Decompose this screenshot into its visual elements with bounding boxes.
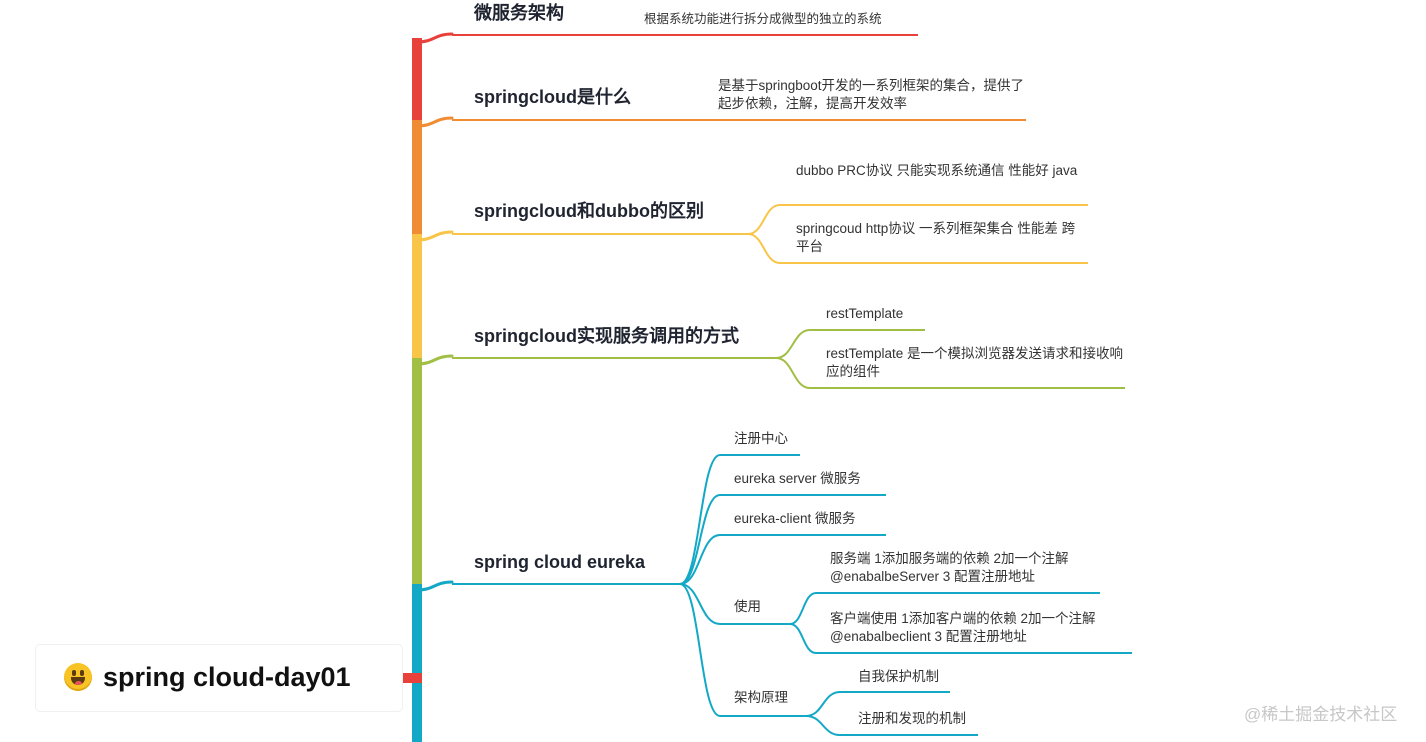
eureka-usage[interactable]: 使用 <box>734 599 761 614</box>
springcloud-definition[interactable]: 是基于springboot开发的一系列框架的集合，提供了起步依赖，注解，提高开发… <box>718 78 1025 111</box>
branch-service-call-methods[interactable]: springcloud实现服务调用的方式 <box>474 326 739 346</box>
root-title: spring cloud-day01 <box>103 662 351 692</box>
edge-usage-client <box>789 623 817 654</box>
edge-eureka-1 <box>679 494 721 585</box>
branch-what-is-springcloud[interactable]: springcloud是什么 <box>474 87 631 107</box>
grinning-face-icon <box>64 663 92 691</box>
eureka-usage-server[interactable]: 服务端 1添加服务端的依赖 2加一个注解@enabalbeServer 3 配置… <box>830 551 1069 584</box>
branch-spring-cloud-eureka[interactable]: spring cloud eureka <box>474 552 646 572</box>
eureka-usage-client[interactable]: 客户端使用 1添加客户端的依赖 2加一个注解@enabalbeclient 3 … <box>830 611 1096 644</box>
eureka-registry-center[interactable]: 注册中心 <box>734 431 788 446</box>
edge-dubbo <box>747 204 781 235</box>
trunk-segment-1 <box>412 120 422 234</box>
edge-registration <box>805 715 841 736</box>
root-connector <box>402 673 422 683</box>
eureka-server[interactable]: eureka server 微服务 <box>734 471 861 486</box>
watermark: @稀土掘金技术社区 <box>1244 705 1398 724</box>
trunk-segment-0 <box>412 38 422 120</box>
branch-springcloud-vs-dubbo[interactable]: springcloud和dubbo的区别 <box>474 201 704 221</box>
microservice-definition[interactable]: 根据系统功能进行拆分成微型的独立的系统 <box>644 12 882 26</box>
trunk-segment-3 <box>412 358 422 584</box>
edge-resttemplate-desc <box>775 357 811 389</box>
rest-template-description[interactable]: restTemplate 是一个模拟浏览器发送请求和接收响应的组件 <box>826 346 1124 379</box>
edge-eureka-2 <box>679 534 721 585</box>
springcloud-description[interactable]: springcoud http协议 一系列框架集合 性能差 跨平台 <box>796 221 1076 254</box>
edge-self-protection <box>805 691 841 717</box>
registration-discovery-mechanism[interactable]: 注册和发现的机制 <box>858 711 966 726</box>
trunk-segment-2 <box>412 234 422 358</box>
edge-eureka-3 <box>679 583 721 625</box>
edge-springcloud <box>747 233 781 264</box>
trunk-elbow-0 <box>415 32 454 44</box>
eureka-architecture[interactable]: 架构原理 <box>734 690 788 705</box>
trunk-elbow-4 <box>415 580 454 592</box>
edge-resttemplate <box>775 329 811 359</box>
trunk-elbow-1 <box>415 116 454 128</box>
edge-eureka-4 <box>679 583 721 717</box>
branch-microservice-architecture[interactable]: 微服务架构 <box>474 3 564 23</box>
trunk-elbow-3 <box>415 354 454 366</box>
trunk-segment-4 <box>412 584 422 742</box>
rest-template[interactable]: restTemplate <box>826 306 904 321</box>
dubbo-description[interactable]: dubbo PRC协议 只能实现系统通信 性能好 java <box>796 163 1078 178</box>
root-node[interactable] <box>36 645 402 711</box>
edge-usage-server <box>789 592 817 625</box>
edge-eureka-0 <box>679 454 721 585</box>
trunk-elbow-2 <box>415 230 454 242</box>
self-protection-mechanism[interactable]: 自我保护机制 <box>858 669 939 684</box>
eureka-client[interactable]: eureka-client 微服务 <box>734 511 856 526</box>
